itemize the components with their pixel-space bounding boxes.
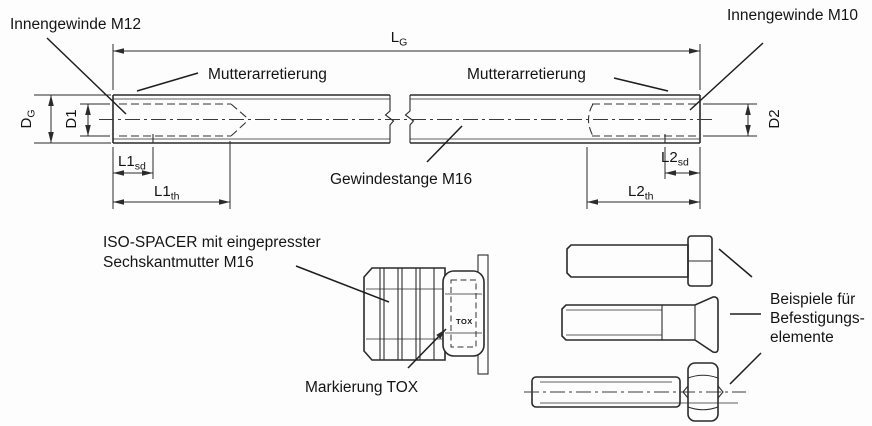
leader-tox-marking — [407, 328, 447, 369]
dimension-l1sd: L1sd — [112, 147, 154, 209]
dimension-bore-left: D1 — [63, 103, 110, 137]
spacer-nut-housing — [442, 270, 485, 357]
dimension-bore-right: D2 — [703, 103, 783, 137]
break-line-right — [404, 95, 415, 143]
dimension-l2sd: L2sd — [661, 147, 700, 179]
callout-fastener-examples-line1: Beispiele für — [770, 291, 855, 308]
rod-outline — [112, 94, 701, 144]
callout-spacer-line2: Sechskantmutter M16 — [103, 254, 254, 271]
tox-stamp: TOX — [456, 317, 473, 326]
hidden-hex-nut — [450, 279, 477, 348]
dim-dg-label: DG — [18, 109, 38, 128]
callout-inner-thread-left: Innengewinde M12 — [10, 16, 141, 33]
dimension-outer-diameter: DG — [18, 94, 111, 144]
nut-chamfer-point — [717, 385, 724, 399]
leader-stud-with-nut — [729, 352, 762, 385]
rod-assembly-view: LG DG D1 D2 L1sd — [10, 7, 858, 209]
leader-inner-thread-right — [689, 42, 764, 111]
dim-l1sd-label: L1sd — [118, 153, 146, 173]
leader-hex-bolt — [718, 248, 753, 278]
leader-spacer — [295, 265, 390, 303]
nut-chamfer-point — [682, 385, 689, 399]
fastener-examples-view: Beispiele für Befestigungs- elemente — [524, 235, 865, 422]
dimension-overall-length: LG — [112, 29, 701, 90]
callout-inner-thread-right: Innengewinde M10 — [727, 7, 858, 24]
leader-nut-lock-right — [613, 77, 669, 92]
hex-bolt — [566, 235, 713, 287]
spacer-detail-view: TOX ISO-SPACER mit eingepresster Sechska… — [103, 234, 489, 396]
drill-cone-bottom — [230, 119, 250, 137]
dim-lg-label: LG — [391, 29, 408, 49]
nut-facet-arc — [687, 406, 719, 411]
dim-l1th-label: L1th — [154, 183, 180, 203]
break-line-left — [384, 95, 395, 143]
bolt-shank — [566, 244, 689, 278]
callout-nut-lock-left: Mutterarretierung — [208, 66, 327, 83]
leader-nut-lock-left — [136, 72, 199, 92]
callout-threaded-rod: Gewindestange M16 — [330, 171, 472, 188]
spacer-ribs — [379, 268, 435, 360]
dim-l2th-label: L2th — [628, 183, 654, 203]
internal-thread-left — [119, 103, 250, 143]
callout-spacer-line1: ISO-SPACER mit eingepresster — [103, 234, 321, 251]
dim-d2-label: D2 — [766, 109, 783, 128]
internal-thread-right — [587, 103, 698, 143]
dim-d1-label: D1 — [63, 109, 80, 128]
bore-right-end — [587, 103, 594, 137]
dim-l2sd-label: L2sd — [661, 149, 689, 169]
callout-nut-lock-right: Mutterarretierung — [467, 66, 586, 83]
callout-tox-marking: Markierung TOX — [305, 379, 419, 396]
drill-cone-top — [230, 103, 250, 120]
callout-fastener-examples-line3: elemente — [770, 329, 834, 346]
spacer-body — [363, 267, 446, 361]
rod-break-symbol — [384, 95, 415, 143]
dimension-l1th: L1th — [113, 141, 231, 209]
hex-nut — [687, 362, 719, 422]
dimension-l2th: L2th — [586, 147, 701, 209]
nut-facet-arc — [687, 374, 719, 379]
countersunk-screw — [561, 296, 719, 354]
leader-threaded-rod — [426, 125, 463, 163]
screw-outline — [561, 296, 719, 354]
callout-fastener-examples-line2: Befestigungs- — [770, 310, 865, 327]
leader-inner-thread-left — [46, 37, 127, 115]
stud-with-nut — [524, 362, 746, 422]
